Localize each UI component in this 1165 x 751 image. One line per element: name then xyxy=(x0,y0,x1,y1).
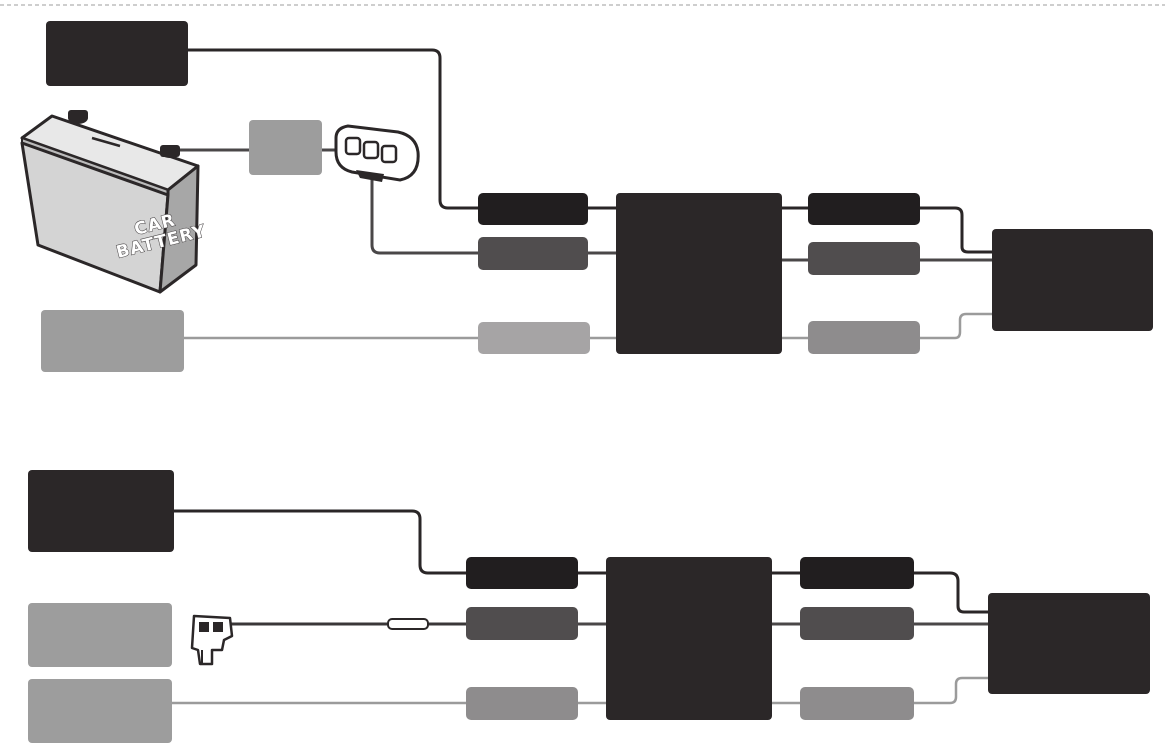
connector-bottom-left-upper xyxy=(466,557,578,589)
source-block-black-bottom xyxy=(28,470,174,552)
wire-top-upper xyxy=(188,48,478,210)
connector-top-right-middle xyxy=(808,242,920,275)
connector-top-left-upper xyxy=(478,193,588,225)
add-a-fuse-icon xyxy=(190,614,429,666)
connector-bottom-left-lower xyxy=(466,687,578,720)
connector-bottom-right-lower xyxy=(800,687,914,720)
connector-bottom-left-middle xyxy=(466,607,578,640)
central-module-top xyxy=(616,193,782,354)
car-battery-icon: CAR BATTERY xyxy=(20,110,209,294)
source-block-black xyxy=(46,21,188,86)
connector-top-right-lower xyxy=(808,321,920,354)
source-block-grey-bottom-2 xyxy=(28,679,172,743)
central-module-bottom xyxy=(606,557,772,720)
connector-bottom-right-upper xyxy=(800,557,914,589)
output-block-bottom xyxy=(988,593,1150,694)
fuse-tap-icon xyxy=(334,124,420,182)
source-block-grey xyxy=(41,310,184,372)
wire-fuse-tap-to-connector xyxy=(370,175,478,255)
wire-bottom-upper xyxy=(174,509,466,575)
wire-out-upper xyxy=(920,206,992,254)
diagram-top: CAR BATTERY xyxy=(20,21,1153,372)
connector-top-left-lower xyxy=(478,322,590,354)
wire-out-lower xyxy=(920,312,992,340)
diagram-bottom xyxy=(28,470,1150,743)
source-block-grey-bottom-1 xyxy=(28,603,172,667)
wire-b-out-upper xyxy=(914,571,988,614)
fuse-box-block xyxy=(249,120,322,175)
connector-bottom-right-middle xyxy=(800,607,914,640)
output-block-top xyxy=(992,229,1153,331)
connector-top-left-middle xyxy=(478,237,588,270)
connector-top-right-upper xyxy=(808,193,920,225)
wire-b-out-lower xyxy=(914,676,988,705)
